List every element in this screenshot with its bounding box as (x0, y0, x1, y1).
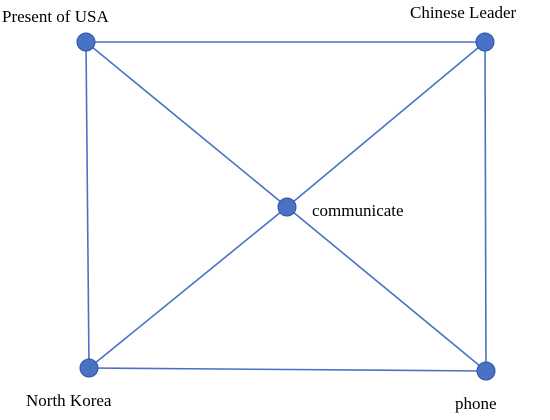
edge-nkorea-communicate (88, 206, 288, 369)
edge-communicate-phone (286, 206, 487, 372)
node-phone (476, 361, 496, 381)
labels: Present of USA Chinese Leader communicat… (2, 3, 517, 413)
edge-china-phone (484, 41, 487, 372)
node-communicate (277, 197, 297, 217)
label-phone: phone (455, 394, 497, 413)
edge-usa-communicate (85, 41, 288, 208)
edge-china-communicate (286, 41, 486, 208)
edges (85, 41, 487, 372)
edge-usa-nkorea (85, 41, 90, 369)
label-usa: Present of USA (2, 7, 109, 26)
label-china: Chinese Leader (410, 3, 517, 22)
node-china (475, 32, 495, 52)
label-communicate: communicate (312, 201, 404, 220)
label-nkorea: North Korea (26, 391, 112, 410)
edge-nkorea-phone (88, 367, 487, 372)
node-usa (76, 32, 96, 52)
nodes (76, 32, 496, 381)
node-nkorea (79, 358, 99, 378)
